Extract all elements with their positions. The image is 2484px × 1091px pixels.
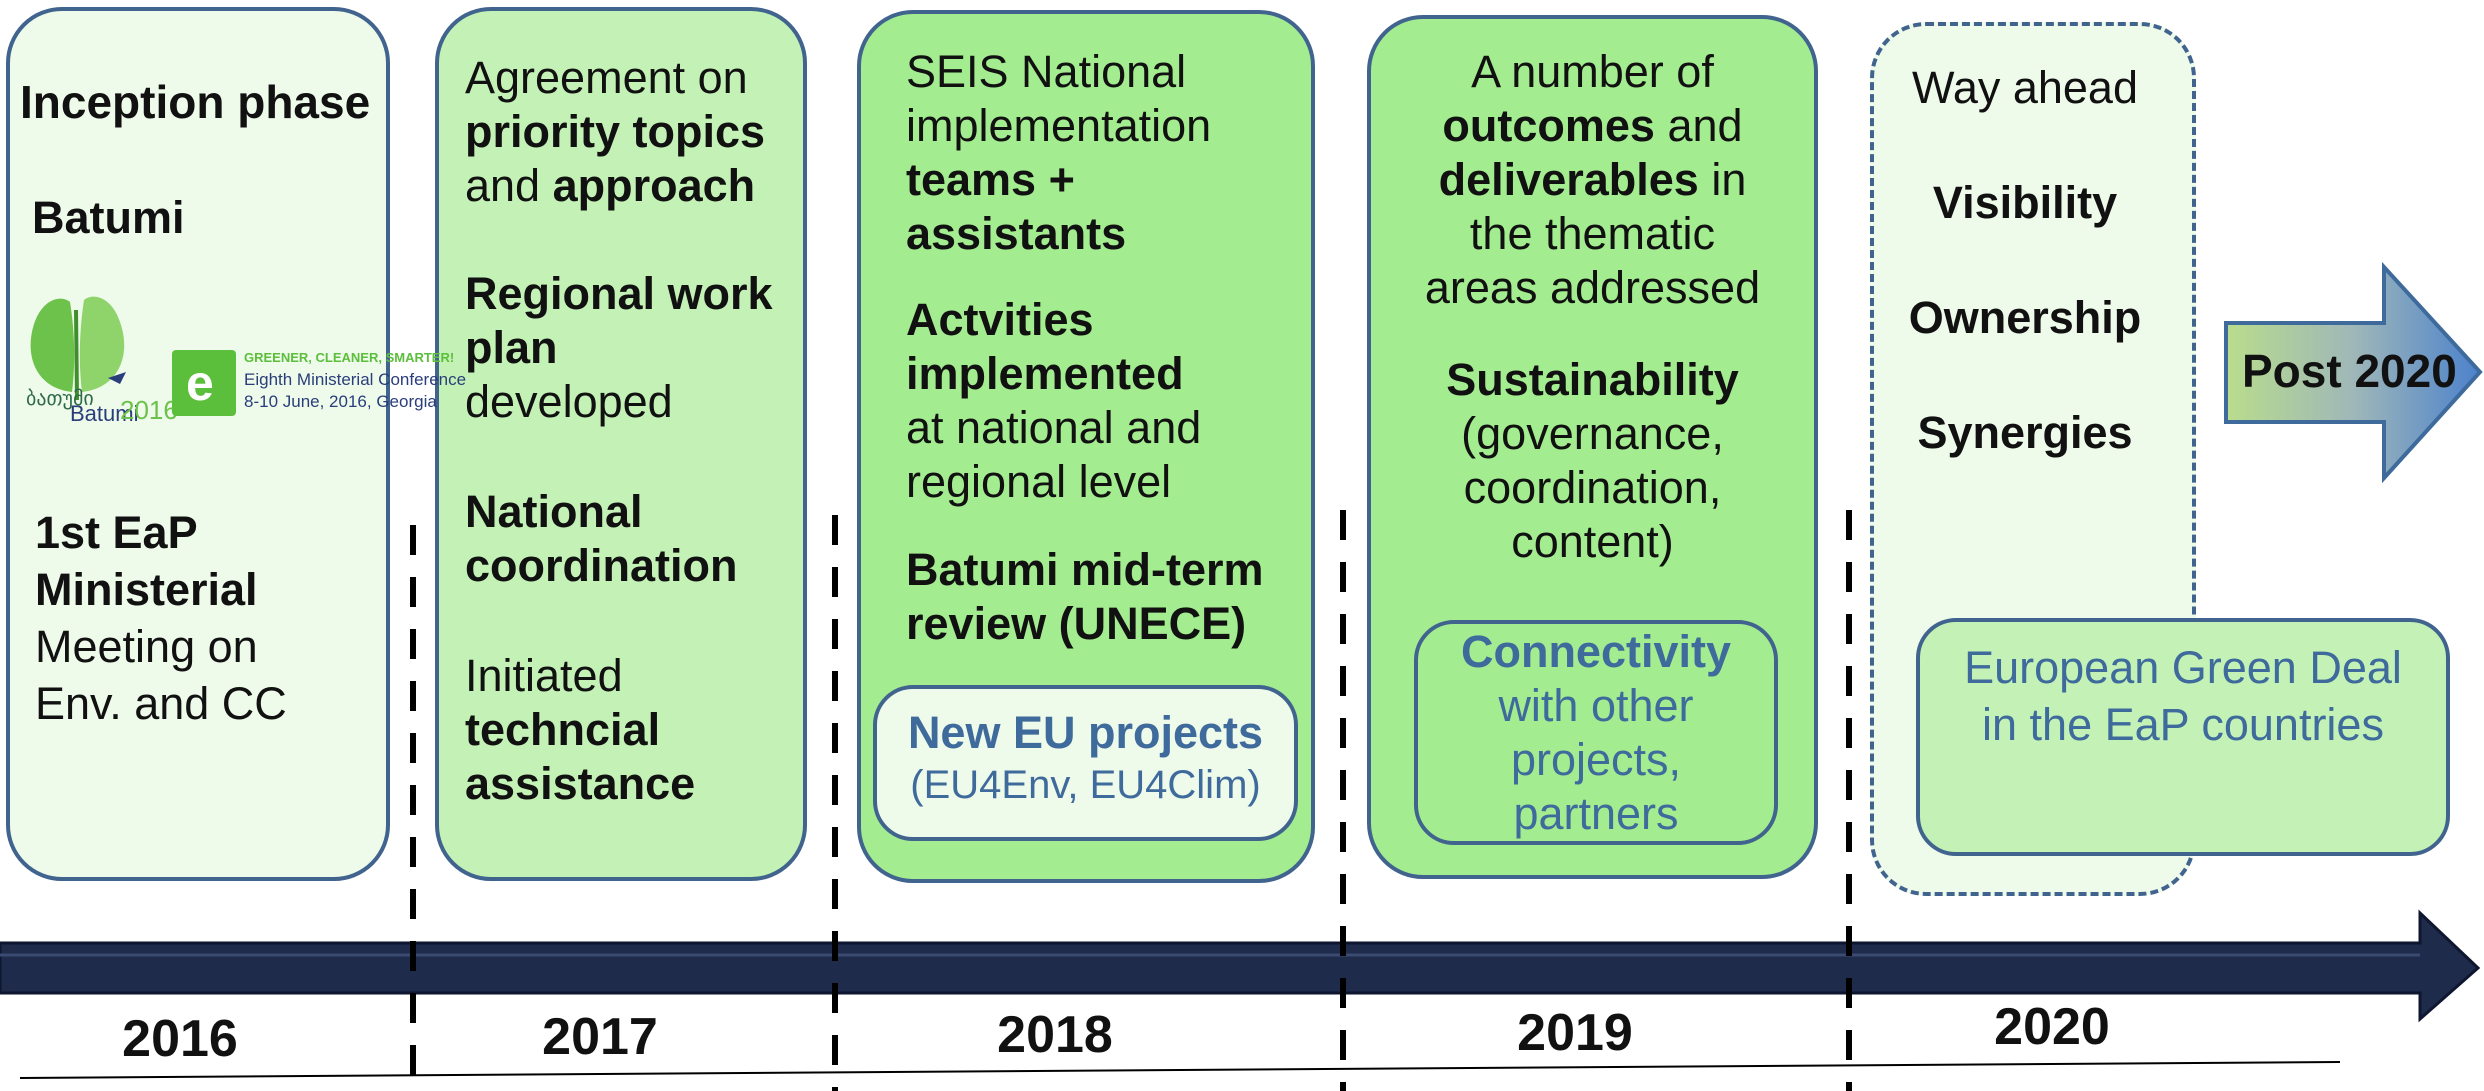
connectivity-box (1414, 620, 1778, 845)
environment-e-icon: e (172, 350, 236, 416)
batumi-logo-script: ბათუმი (26, 388, 94, 410)
new-eu-projects-box (873, 685, 1298, 841)
batumi-2016-logo (30, 296, 126, 401)
stage-2016-title: Inception phase (20, 76, 371, 128)
stage-2016-box (6, 7, 390, 881)
connectivity-title: Connectivity (1460, 626, 1732, 677)
stage-2019-line8: coordination, (1463, 462, 1722, 513)
stage-2018-line2: implementation (906, 100, 1212, 151)
year-2017: 2017 (542, 1008, 658, 1066)
stage-2017-line2: priority topics (465, 106, 766, 157)
stage-2019-line5: areas addressed (1424, 262, 1761, 313)
stage-2017-line4: Regional work (465, 268, 773, 319)
stage-2018-line8: regional level (906, 456, 1172, 507)
batumi-logo-city: Batumi (70, 401, 139, 426)
stage-2019-line1: A number of (1471, 46, 1714, 97)
stage-2017-line10: techncial (465, 704, 661, 755)
conference-date: 8-10 June, 2016, Georgia (244, 392, 437, 411)
stage-2018-line6: implemented (906, 348, 1184, 399)
stage-2018-line1: SEIS National (906, 46, 1187, 97)
stage-2016-location: Batumi (32, 192, 185, 243)
post-2020-arrow (2224, 261, 2483, 484)
stage-2016-line3: Meeting on (35, 621, 258, 672)
green-deal-line2: in the EaP countries (1982, 699, 2384, 750)
stage-2017-line7: National (465, 486, 643, 537)
year-2020: 2020 (1994, 998, 2110, 1056)
conference-name: Eighth Ministerial Conference (244, 370, 467, 389)
stage-2017-line6: developed (465, 376, 673, 427)
stage-2019-line3: deliverables in (1438, 154, 1747, 205)
stage-2017-line1: Agreement on (465, 52, 748, 103)
connectivity-line3: projects, (1510, 734, 1682, 785)
stage-2019-line7: (governance, (1461, 408, 1724, 459)
stage-2017-line8: coordination (465, 540, 738, 591)
stage-2018-line10: review (UNECE) (906, 598, 1247, 649)
stage-2016-line1: 1st EaP (35, 507, 198, 558)
connectivity-line2: with other (1498, 680, 1694, 731)
stage-2019-line2: outcomes and (1442, 100, 1743, 151)
timeline-arrow (0, 909, 2481, 1023)
stage-2019-line6: Sustainability (1446, 354, 1739, 405)
stage-2017-line3: and approach (465, 160, 756, 211)
stage-2020-synergies: Synergies (1917, 407, 2133, 458)
stage-2018-line3: teams + (906, 154, 1075, 205)
stage-2018-line9: Batumi mid-term (906, 544, 1264, 595)
year-underline (19, 1061, 2341, 1079)
stage-2018-line5: Actvities (906, 294, 1094, 345)
year-2018: 2018 (997, 1006, 1113, 1064)
green-deal-line1: European Green Deal (1964, 642, 2402, 693)
stage-2020-ownership: Ownership (1908, 292, 2142, 343)
new-eu-projects-subtitle: (EU4Env, EU4Clim) (910, 763, 1261, 807)
batumi-logo-year: 2016 (120, 395, 178, 425)
year-2019: 2019 (1517, 1004, 1633, 1062)
conference-tagline: GREENER, CLEANER, SMARTER! (244, 350, 455, 365)
stage-2019-line4: the thematic (1469, 208, 1716, 259)
new-eu-projects-title: New EU projects (907, 707, 1264, 758)
post-2020-label: Post 2020 (2242, 345, 2457, 397)
ministerial-conference-logo: e GREENER, CLEANER, SMARTER! Eighth Mini… (172, 350, 466, 416)
stage-2017-line5: plan (465, 322, 558, 373)
stage-2019-line9: content) (1511, 516, 1674, 567)
stage-2017-line11: assistance (465, 758, 696, 809)
stage-2017-line9: Initiated (465, 650, 623, 701)
stage-2020-way-ahead: Way ahead (1912, 62, 2138, 113)
stage-2017-box (435, 7, 807, 881)
stage-2016-line2: Ministerial (35, 564, 258, 615)
connectivity-line4: partners (1513, 788, 1679, 839)
year-2016: 2016 (122, 1010, 238, 1068)
stage-2018-line4: assistants (906, 208, 1127, 259)
stage-2018-line7: at national and (906, 402, 1202, 453)
stage-2016-line4: Env. and CC (35, 678, 287, 729)
green-deal-box (1916, 618, 2450, 856)
stage-2020-visibility: Visibility (1932, 177, 2118, 228)
